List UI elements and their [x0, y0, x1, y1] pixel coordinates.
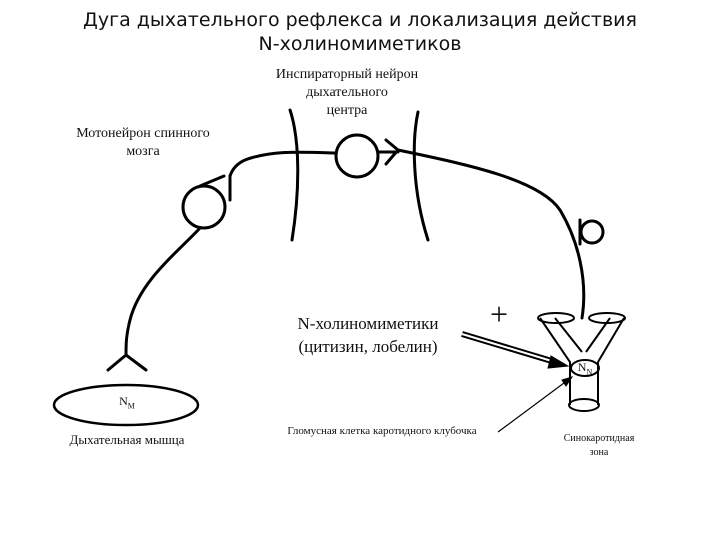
neuromuscular-fork — [106, 353, 148, 372]
inspiratory-label-line-3: центра — [326, 103, 368, 118]
motoneuron-synapse-bar — [198, 174, 232, 202]
nn-receptor-label: NN — [570, 360, 600, 379]
n-cholinomimetics-label: N-холиномиметики (цитизин, лобелин) — [278, 312, 458, 358]
inspiratory-label-line-1: Инспираторный нейрон — [275, 67, 419, 82]
nn-receptor-letter: N — [577, 360, 587, 374]
glomus-pointer-line — [497, 379, 569, 433]
cns-right-boundary — [412, 110, 430, 242]
glomus-cell-shape — [570, 359, 600, 377]
inspiratory-label-line-2: дыхательного — [306, 85, 388, 100]
motoneuron-label-line-2: мозга — [126, 144, 160, 159]
title-line-1: Дуга дыхательного рефлекса и локализация… — [83, 9, 637, 31]
title-line-2: N-холиномиметиков — [258, 33, 462, 55]
respiratory-muscle-shape — [52, 383, 200, 427]
sinocarotid-line-1: Синокаротидная — [563, 433, 635, 444]
nn-receptor-subscript: N — [586, 367, 593, 377]
inspiratory-neuron-label: Инспираторный нейрон дыхательного центра — [252, 66, 442, 120]
n-cholinomimetics-line-2: (цитизин, лобелин) — [298, 337, 438, 356]
carotid-bottom-opening — [568, 398, 600, 412]
motoneuron-body — [181, 184, 227, 230]
afferent-fiber — [396, 148, 586, 320]
respiratory-muscle-label: Дыхательная мышца — [69, 432, 185, 447]
sinocarotid-zone-label: Синокаротидная зона — [544, 432, 654, 460]
nm-receptor-subscript: M — [127, 401, 135, 411]
glomus-cell-label: Гломусная клетка каротидного клубочка — [287, 425, 477, 437]
sinocarotid-neuron — [579, 219, 605, 245]
motoneuron-label-line-1: Мотонейрон спинного — [76, 126, 210, 141]
nm-receptor-letter: N — [119, 394, 128, 408]
inspiratory-synapse-fork — [384, 138, 400, 166]
sinocarotid-line-2: зона — [589, 447, 609, 458]
carotid-right-branch-top — [588, 312, 626, 324]
motoneuron-label: Мотонейрон спинного мозга — [58, 125, 228, 161]
n-cholinomimetics-line-1: N-холиномиметики — [297, 314, 439, 333]
nm-receptor-label: NM — [112, 394, 142, 413]
carotid-bifurcation — [539, 317, 625, 405]
motoneuron-axon — [124, 226, 202, 357]
inspiratory-to-motoneuron-axon — [228, 150, 338, 178]
carotid-left-branch-top — [537, 312, 575, 324]
diagram-title: Дуга дыхательного рефлекса и локализация… — [0, 8, 720, 56]
inspiratory-neuron-body — [334, 133, 380, 179]
cns-left-boundary — [288, 108, 300, 242]
plus-sign: + — [489, 296, 509, 332]
glomus-pointer-head — [561, 376, 574, 387]
drug-arrow-shaft-inner — [461, 333, 556, 363]
drug-arrow-head — [547, 355, 570, 369]
